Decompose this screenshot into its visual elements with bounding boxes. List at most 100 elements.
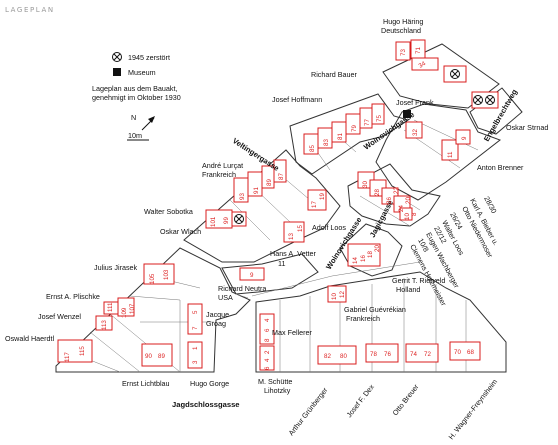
- house-number: 70: [454, 349, 461, 356]
- label-haerdtl: Oswald Haerdtl: [5, 334, 55, 343]
- house-number: 3: [192, 360, 199, 364]
- label-neutra-2: USA: [218, 293, 233, 302]
- house-113: [95, 315, 113, 331]
- label-schuette-1: M. Schütte: [258, 377, 292, 386]
- label-dex: Josef F. Dex: [344, 382, 376, 419]
- house-number: 68: [467, 349, 474, 356]
- house-number: 9: [461, 136, 468, 140]
- house-number: 103: [163, 269, 170, 280]
- house-number: 77: [364, 119, 371, 126]
- label-breuer: Otto Breuer: [390, 382, 420, 417]
- label-schuette-2: Lihotzky: [264, 386, 291, 395]
- house-number: 11: [447, 151, 454, 158]
- legend-destroyed: 1945 zerstört: [128, 53, 170, 62]
- label-gruenberger: Arthur Grünberger: [286, 385, 329, 437]
- house-number: 76: [384, 351, 391, 358]
- house-number: 30: [362, 181, 369, 188]
- house-number: 115: [79, 346, 86, 356]
- label-vetter: Hans A. Vetter: [270, 249, 317, 258]
- legend-note-2: genehmigt im Oktober 1930: [92, 93, 181, 102]
- house-5-7: [187, 303, 203, 335]
- house-number: 6: [264, 328, 271, 332]
- label-fellerer: Max Fellerer: [272, 328, 313, 337]
- house-70-68: [449, 341, 481, 361]
- label-groag-1: Jacque: [206, 310, 229, 319]
- house-number: 8: [411, 212, 418, 216]
- house-number: 117: [64, 352, 71, 362]
- house-14-20: [347, 243, 381, 267]
- label-strnad: Oskar Strnad: [506, 123, 548, 132]
- house-number: 15: [297, 225, 304, 232]
- museum-legend-icon: [113, 68, 121, 76]
- house-90-89: [141, 343, 173, 367]
- house-number: 24: [398, 205, 405, 212]
- house-2-4-6: [259, 345, 275, 371]
- label-wagner: H. Wagner-Freynsheim: [446, 377, 499, 441]
- house-number: 90: [145, 353, 152, 360]
- house-number: 111: [107, 302, 114, 312]
- house-number-labels: 73 71 34 85 83 81 79 77 75 32 11 9 93 91…: [64, 47, 474, 370]
- label-haering-1: Hugo Häring: [383, 17, 423, 26]
- house-4-6-8: [259, 313, 275, 345]
- label-guevrekian-2: Frankreich: [346, 314, 380, 323]
- house-number: 14: [352, 257, 359, 264]
- house-number: 82: [324, 353, 331, 360]
- house-number: 109: [121, 307, 128, 318]
- label-jirasek: Julius Jirasek: [94, 263, 138, 272]
- label-lichtblau: Ernst Lichtblau: [122, 379, 170, 388]
- house-number: 5: [192, 310, 199, 314]
- label-wlach: Oskar Wlach: [160, 227, 201, 236]
- house-10-8: [399, 207, 413, 221]
- house-number: 93: [239, 193, 246, 200]
- house-number: 89: [266, 179, 273, 186]
- house-number: 4: [264, 358, 271, 362]
- label-rietveld-2: Holland: [396, 285, 420, 294]
- block-bieber: [347, 163, 441, 227]
- house-number: 19: [319, 193, 326, 200]
- museum-marker: [403, 110, 411, 118]
- house-number: 28: [374, 189, 381, 196]
- label-guevrekian-1: Gabriel Guévrékian: [344, 305, 406, 314]
- north-arrow-icon: [141, 116, 155, 131]
- north-label: N: [131, 113, 136, 122]
- house-number: 20: [405, 197, 412, 204]
- house-number: 72: [424, 351, 431, 358]
- label-gorge: Hugo Gorge: [190, 379, 229, 388]
- house-number: 85: [309, 145, 316, 152]
- house-number: 80: [340, 353, 347, 360]
- label-plischke: Ernst A. Plischke: [46, 292, 100, 301]
- destroyed-legend-icon: [112, 52, 122, 62]
- house-number: 83: [323, 139, 330, 146]
- label-lurcat-2: Frankreich: [202, 170, 236, 179]
- house-74-72: [405, 343, 439, 363]
- house-number: 12: [339, 291, 346, 298]
- block-west: [55, 247, 251, 373]
- house-11: [441, 139, 459, 161]
- house-78-76: [365, 343, 399, 363]
- houses: [57, 39, 499, 371]
- block-frank: [375, 103, 502, 201]
- house-number: 18: [367, 251, 374, 258]
- label-hoffmann: Josef Hoffmann: [272, 95, 322, 104]
- house-number: 87: [278, 173, 285, 180]
- street-jagdschlossgasse: Jagdschlossgasse: [172, 400, 240, 409]
- house-number: 99: [223, 217, 230, 224]
- house-number: 22: [393, 187, 400, 194]
- house-number: 75: [376, 115, 383, 122]
- destroyed-icon: [234, 214, 244, 224]
- block-hoffmann: [289, 93, 410, 175]
- scale-label: 10m: [128, 131, 142, 140]
- house-number: 10: [404, 213, 411, 220]
- house-9: [239, 267, 265, 281]
- house-number: 81: [337, 133, 344, 140]
- house-number: 73: [400, 49, 407, 56]
- house-number: 2: [264, 350, 271, 354]
- house-number: 26: [386, 197, 393, 204]
- house-117-115: [57, 339, 93, 363]
- house-number: 34: [418, 60, 428, 70]
- house-75: [371, 103, 385, 125]
- house-10-12: [327, 285, 347, 303]
- block-south: [255, 271, 507, 373]
